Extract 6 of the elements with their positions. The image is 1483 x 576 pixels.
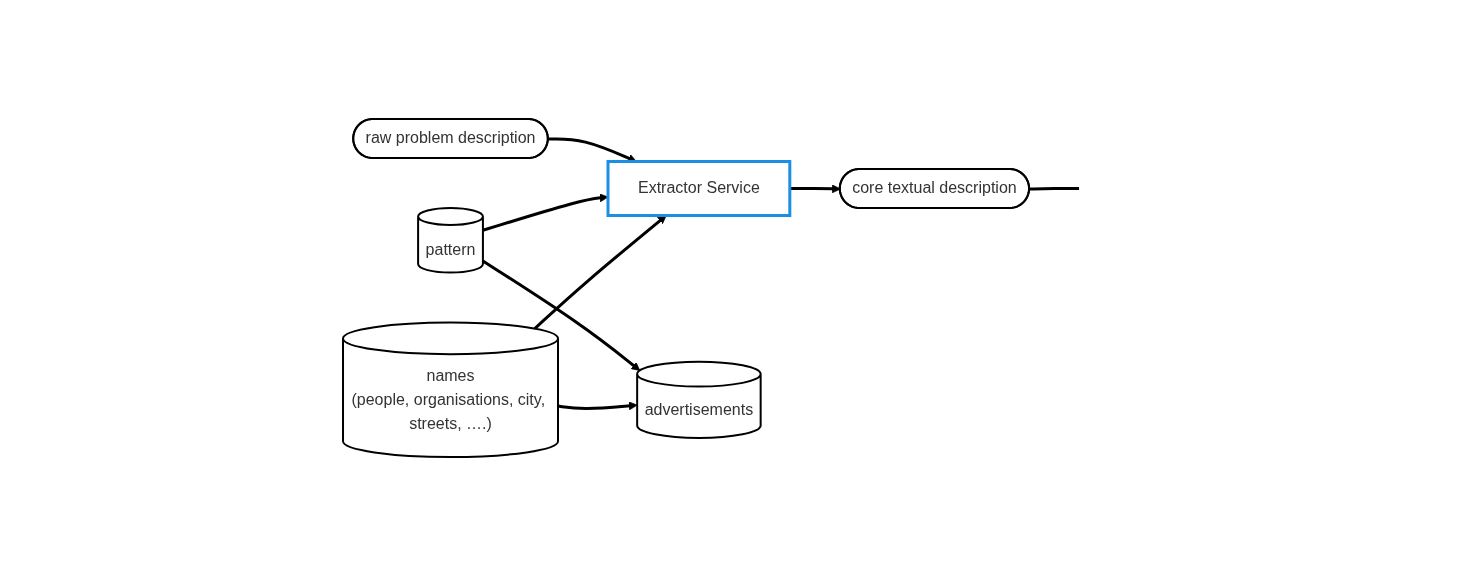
node-box: Extractor Service bbox=[606, 160, 792, 217]
arrow bbox=[482, 193, 609, 232]
connector bbox=[1030, 187, 1080, 191]
arrow bbox=[558, 401, 639, 411]
arrow bbox=[482, 259, 641, 371]
arrow bbox=[534, 215, 668, 330]
